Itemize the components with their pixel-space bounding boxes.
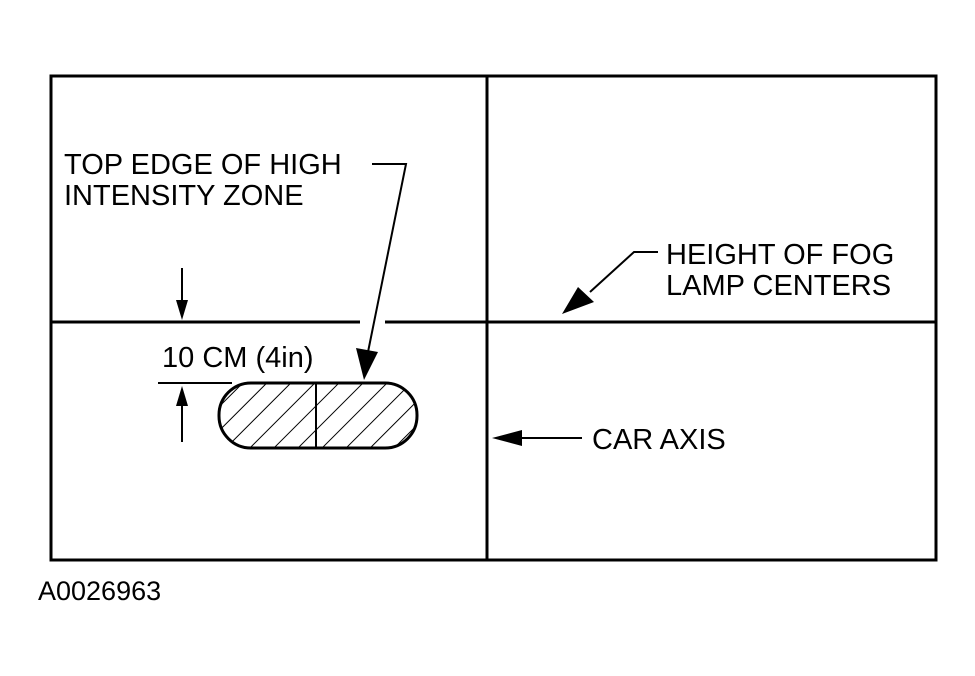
car-axis-leader (492, 430, 582, 446)
fog-height-leader (562, 251, 658, 314)
top-edge-leader (356, 163, 408, 380)
high-intensity-zone (217, 381, 419, 450)
fog-height-label-line1: HEIGHT OF FOG (666, 239, 894, 271)
car-axis-label: CAR AXIS (592, 424, 726, 456)
screen-frame (49, 74, 938, 562)
top-edge-label-line2: INTENSITY ZONE (64, 180, 304, 212)
offset-label: 10 CM (4in) (162, 342, 314, 374)
fog-height-label-line2: LAMP CENTERS (666, 270, 891, 302)
offset-dimension (158, 268, 232, 442)
figure-id: A0026963 (38, 576, 161, 606)
top-edge-label-line1: TOP EDGE OF HIGH (64, 149, 342, 181)
